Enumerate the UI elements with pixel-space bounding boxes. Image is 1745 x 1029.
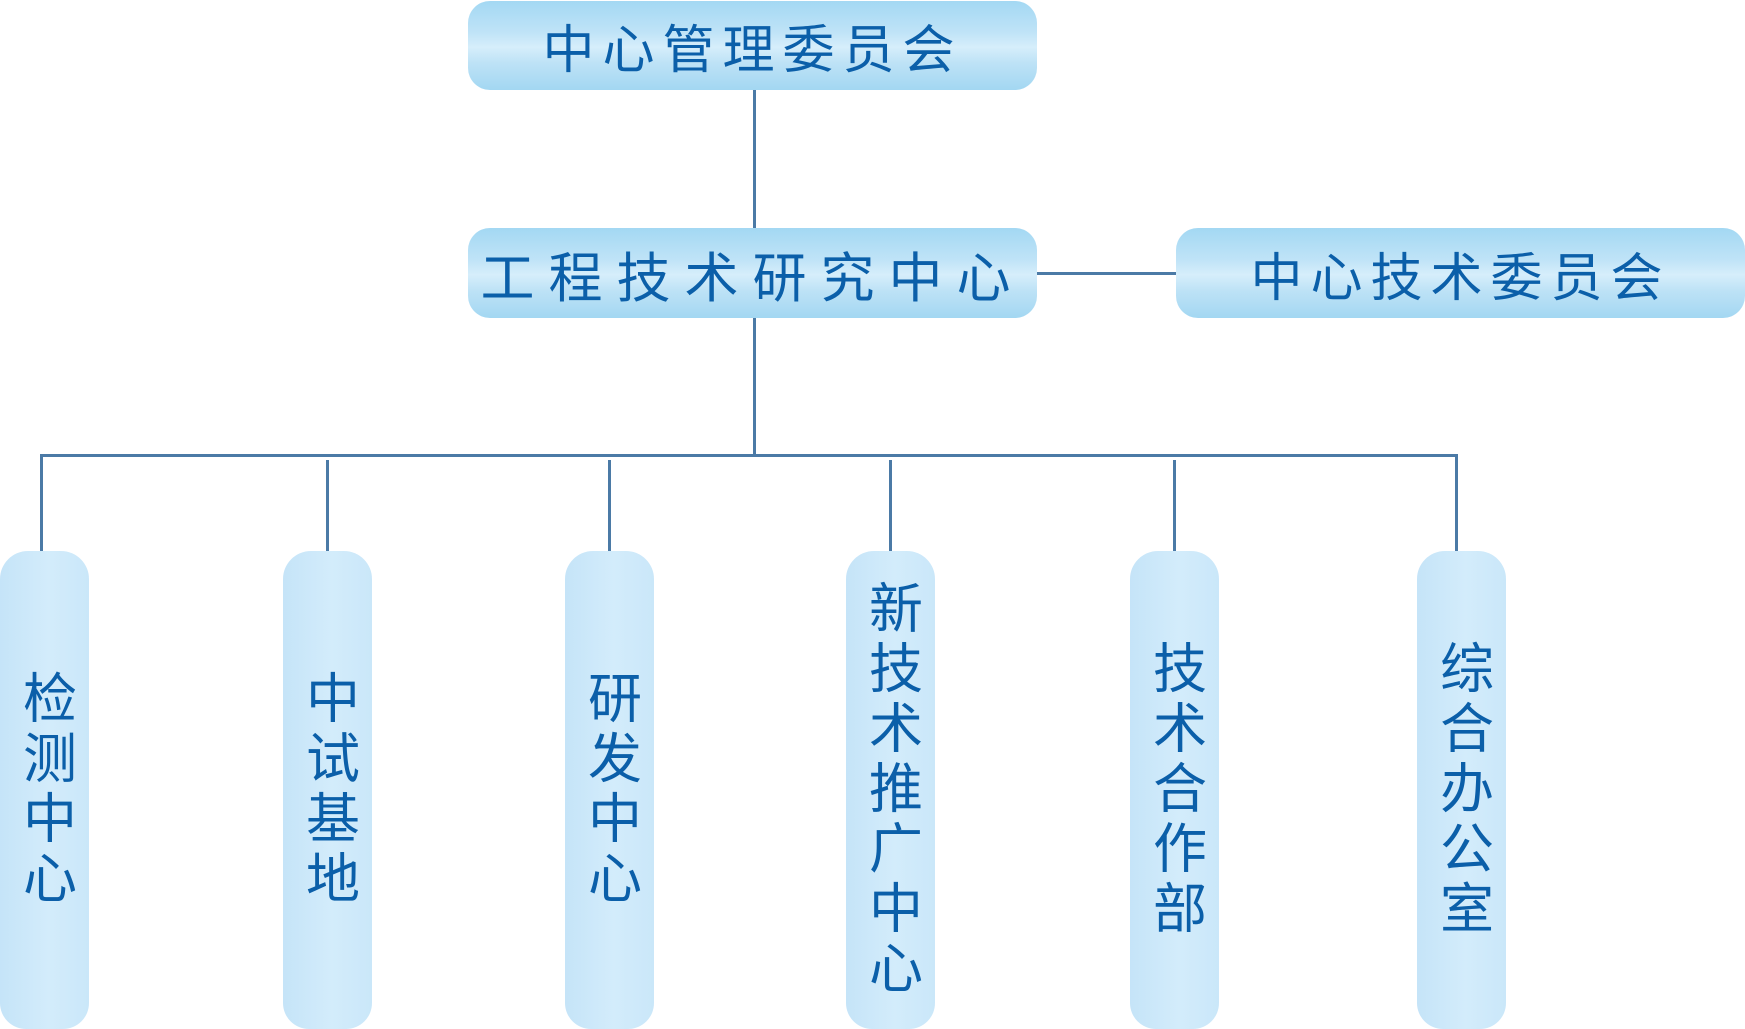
node-department-rnd: 研发中心 bbox=[565, 551, 654, 1029]
node-label: 研发中心 bbox=[578, 670, 642, 910]
node-label: 中心管理委员会 bbox=[542, 21, 963, 81]
connector-drop-5 bbox=[1173, 460, 1176, 551]
connector-bus bbox=[40, 454, 1458, 457]
node-department-tech-cooperation: 技术合作部 bbox=[1130, 551, 1219, 1029]
node-label: 中试基地 bbox=[296, 670, 360, 910]
connector-management-to-research bbox=[753, 90, 756, 228]
node-department-tech-promotion: 新技术推广中心 bbox=[846, 551, 935, 1029]
node-management-committee: 中心管理委员会 bbox=[468, 1, 1037, 90]
node-label: 技术合作部 bbox=[1143, 640, 1207, 940]
node-label: 检测中心 bbox=[13, 670, 77, 910]
node-department-general-office: 综合办公室 bbox=[1417, 551, 1506, 1029]
node-label: 新技术推广中心 bbox=[859, 580, 923, 1000]
connector-drop-4 bbox=[889, 460, 892, 551]
connector-research-to-technical bbox=[1037, 272, 1176, 275]
node-label: 中心技术委员会 bbox=[1250, 248, 1671, 309]
node-department-pilot-base: 中试基地 bbox=[283, 551, 372, 1029]
node-department-testing: 检测中心 bbox=[0, 551, 89, 1029]
connector-drop-2 bbox=[326, 460, 329, 551]
node-label: 工程技术研究中心 bbox=[480, 246, 1025, 310]
connector-drop-3 bbox=[608, 460, 611, 551]
connector-drop-1 bbox=[40, 454, 43, 551]
connector-research-to-bus bbox=[753, 318, 756, 457]
node-research-center: 工程技术研究中心 bbox=[468, 228, 1037, 318]
node-technical-committee: 中心技术委员会 bbox=[1176, 228, 1745, 318]
node-label: 综合办公室 bbox=[1430, 640, 1494, 940]
connector-drop-6 bbox=[1455, 454, 1458, 551]
